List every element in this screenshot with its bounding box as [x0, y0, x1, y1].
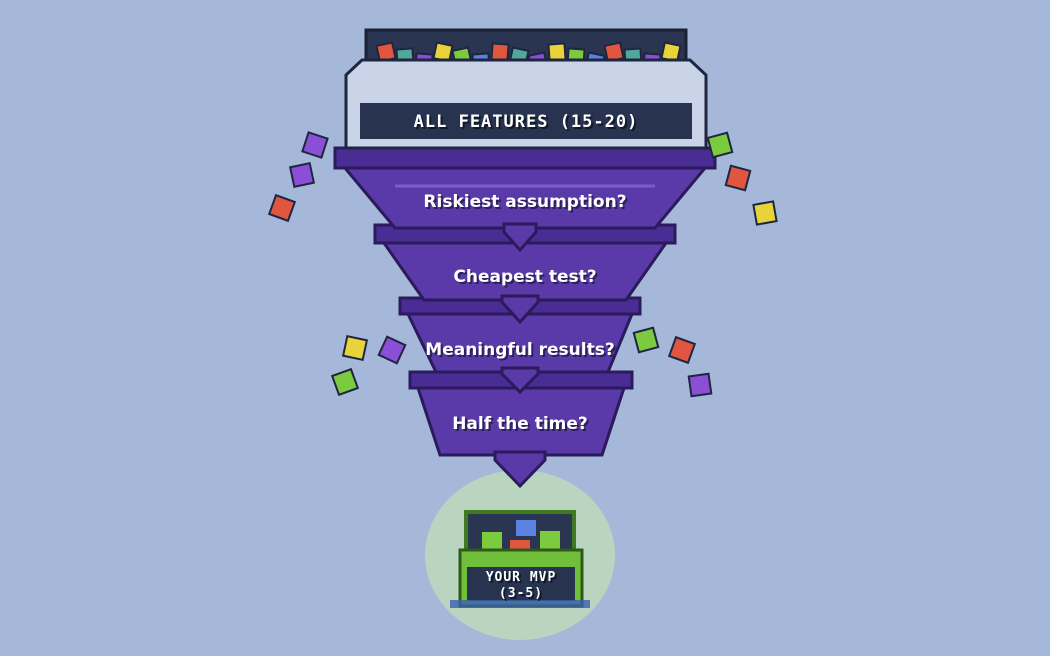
feature-block — [288, 161, 316, 189]
arrow-down-icon — [493, 450, 547, 489]
arrow-down-icon — [500, 294, 540, 325]
feature-block — [341, 334, 369, 362]
feature-block — [267, 193, 297, 223]
feature-block — [540, 531, 560, 551]
stage-3-label: Meaningful results? — [425, 340, 615, 360]
mvp-bin — [450, 510, 590, 608]
feature-block — [377, 335, 407, 365]
feature-block — [547, 42, 567, 62]
feature-block — [752, 200, 778, 226]
mvp-label-line1: YOUR MVP — [485, 570, 557, 585]
feature-block — [482, 532, 502, 550]
feature-block — [516, 520, 536, 536]
arrow-down-icon — [502, 222, 538, 253]
mvp-label-line2: (3-5) — [498, 586, 544, 601]
feature-block — [687, 372, 713, 398]
all-features-label: ALL FEATURES (15-20) — [413, 112, 639, 132]
funnel-stage-3 — [398, 296, 642, 395]
feature-block — [724, 164, 752, 192]
feature-block — [632, 326, 660, 354]
funnel-stage-1 — [333, 146, 717, 253]
stage-2-label: Cheapest test? — [453, 267, 597, 287]
feature-block — [301, 131, 329, 159]
feature-block — [330, 367, 360, 397]
feature-block — [706, 131, 734, 159]
all-features-bin — [344, 28, 708, 150]
stage-1-label: Riskiest assumption? — [423, 192, 627, 212]
feature-block — [667, 335, 697, 365]
arrow-down-icon — [500, 366, 540, 395]
stage-4-label: Half the time? — [452, 414, 588, 434]
feature-block — [490, 42, 510, 62]
